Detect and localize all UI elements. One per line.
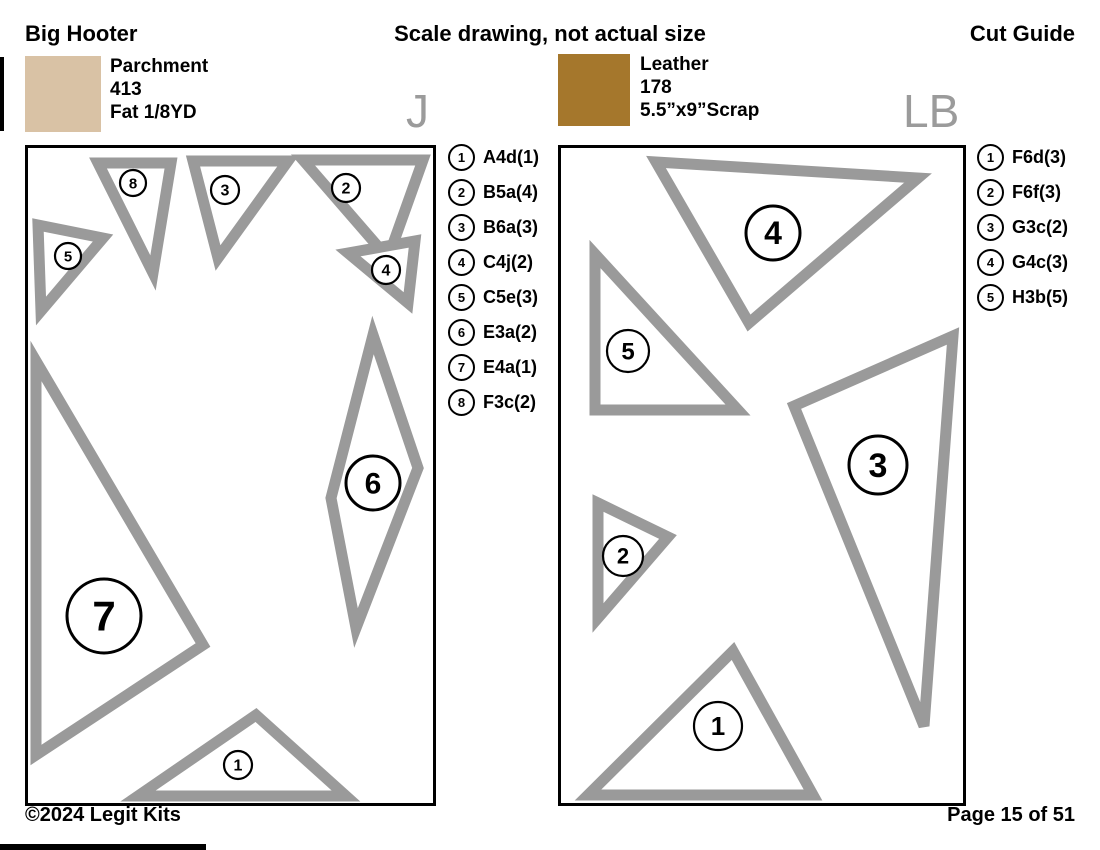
legend-item: 5 H3b(5) [977, 284, 1069, 311]
legend-number-circle: 4 [448, 249, 475, 276]
piece-number-circle [53, 241, 83, 271]
legend-piece-label: B6a(3) [483, 217, 539, 237]
legend-item: 2 F6f(3) [977, 179, 1068, 206]
piece-shape-J-7 [30, 340, 211, 766]
legend-item: 2 B5a(4) [448, 179, 539, 206]
legend-item: 4 G4c(3) [977, 249, 1069, 276]
legend-piece-label: C4j(2) [483, 252, 534, 272]
piece-number-circle [605, 328, 651, 374]
legend-piece-label: F6f(3) [1012, 182, 1061, 202]
piece-legend-J: 1 A4d(1) 2 B5a(4) 3 B6a(3) 4 C4j(2) 5 C5e(3) 6 E3a(… [448, 144, 540, 416]
fabric-number: 413 [110, 79, 142, 100]
page-edge-artifact-left [0, 57, 4, 131]
fabric-swatch-parchment [25, 56, 101, 132]
legend-number-circle: 3 [977, 214, 1004, 241]
fabric-cut-size: 5.5”x9”Scrap [640, 100, 760, 121]
piece-shape-J-3 [185, 155, 299, 271]
piece-number-circle [344, 454, 402, 512]
legend-piece-label: E4a(1) [483, 357, 538, 377]
legend-item: 1 F6d(3) [977, 144, 1068, 171]
legend-item: 3 B6a(3) [448, 214, 539, 241]
legend-piece-label: B5a(4) [483, 182, 539, 202]
legend-number-circle: 2 [448, 179, 475, 206]
piece-shape-J-8 [89, 157, 178, 291]
legend-number-circle: 5 [977, 284, 1004, 311]
piece-diagram-LB: 4 5 3 2 1 [558, 145, 966, 806]
legend-piece-label: F6d(3) [1012, 147, 1066, 167]
legend-item: 4 C4j(2) [448, 249, 539, 276]
piece-number-text: 2 [342, 181, 351, 198]
piece-number-text: 2 [617, 544, 629, 569]
piece-number-circle [692, 700, 744, 752]
legend-piece-label: A4d(1) [483, 147, 540, 167]
fabric-number: 178 [640, 77, 672, 98]
piece-legend-LB: 1 F6d(3) 2 F6f(3) 3 G3c(2) 4 G4c(3) 5 H3b(5) [977, 144, 1069, 311]
legend-piece-label: C5e(3) [483, 287, 539, 307]
piece-number-text: 1 [711, 711, 725, 741]
piece-number-circle [847, 434, 909, 496]
piece-number-text: 4 [764, 215, 782, 251]
piece-number-circle [65, 577, 143, 655]
legend-number-circle: 1 [977, 144, 1004, 171]
legend-number-circle: 6 [448, 319, 475, 346]
piece-number-circle [222, 749, 254, 781]
piece-number-circle [330, 172, 362, 204]
legend-item: 1 A4d(1) [448, 144, 540, 171]
piece-number-text: 3 [869, 447, 888, 485]
legend-item: 8 F3c(2) [448, 389, 539, 416]
piece-number-text: 1 [234, 758, 243, 775]
legend-number-circle: 7 [448, 354, 475, 381]
fabric-cut-size: Fat 1/8YD [110, 102, 197, 123]
fabric-info-parchment: Parchment 413 Fat 1/8YD [110, 55, 208, 124]
piece-number-circle [118, 168, 148, 198]
legend-item: 5 C5e(3) [448, 284, 539, 311]
copyright-text: ©2024 Legit Kits [25, 804, 181, 826]
panel-letter-J: J [406, 85, 429, 137]
piece-number-text: 4 [382, 263, 391, 280]
scale-note: Scale drawing, not actual size [394, 21, 706, 46]
piece-number-text: 5 [621, 338, 634, 365]
piece-number-circle [744, 204, 802, 262]
legend-piece-label: H3b(5) [1012, 287, 1069, 307]
legend-piece-label: G3c(2) [1012, 217, 1069, 237]
fabric-info-leather: Leather 178 5.5”x9”Scrap [640, 53, 759, 122]
piece-number-text: 6 [365, 468, 382, 501]
piece-number-text: 3 [221, 183, 230, 200]
fabric-swatch-leather [558, 54, 630, 126]
legend-item: 6 E3a(2) [448, 319, 539, 346]
legend-number-circle: 8 [448, 389, 475, 416]
legend-number-circle: 4 [977, 249, 1004, 276]
legend-piece-label: E3a(2) [483, 322, 538, 342]
piece-shape-LB-3 [786, 327, 960, 729]
piece-number-circle [370, 254, 402, 286]
pattern-title: Big Hooter [25, 21, 138, 46]
legend-piece-label: G4c(3) [1012, 252, 1069, 272]
piece-number-text: 7 [92, 593, 115, 640]
legend-number-circle: 2 [977, 179, 1004, 206]
fabric-name: Leather [640, 54, 709, 75]
piece-diagram-J: 8 3 2 5 4 6 7 1 [25, 145, 436, 806]
page-edge-artifact-bottom [0, 844, 206, 850]
legend-number-circle: 1 [448, 144, 475, 171]
panel-letter-LB: LB [903, 85, 960, 137]
legend-number-circle: 5 [448, 284, 475, 311]
piece-number-text: 5 [64, 248, 72, 265]
legend-item: 7 E4a(1) [448, 354, 539, 381]
cut-guide-label: Cut Guide [969, 21, 1075, 46]
piece-number-text: 8 [129, 175, 137, 192]
legend-item: 3 G3c(2) [977, 214, 1069, 241]
page-number: Page 15 of 51 [947, 804, 1075, 826]
legend-number-circle: 3 [448, 214, 475, 241]
fabric-name: Parchment [110, 56, 209, 77]
piece-number-circle [209, 174, 241, 206]
legend-piece-label: F3c(2) [483, 392, 537, 412]
piece-number-circle [601, 534, 645, 578]
